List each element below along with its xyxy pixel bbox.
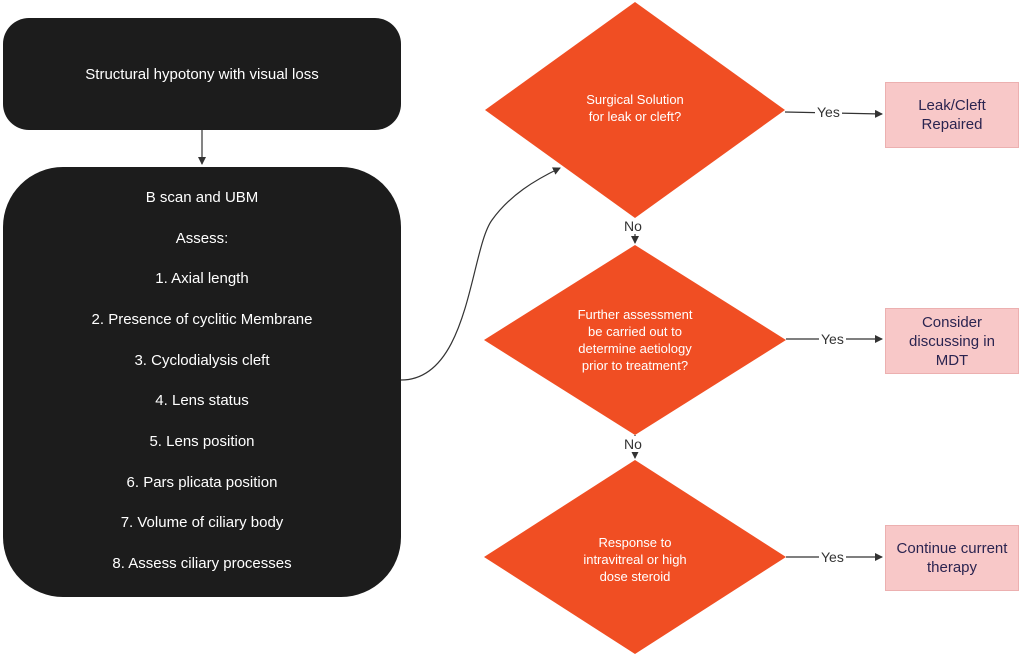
edge-label-yes-1: Yes bbox=[815, 104, 842, 120]
assessment-item-ciliary-volume: 7. Volume of ciliary body bbox=[120, 514, 284, 532]
decision-diamond-surgical bbox=[485, 2, 785, 218]
start-box-text: Structural hypotony with visual loss bbox=[85, 65, 319, 83]
edge-label-no-1: No bbox=[622, 218, 644, 234]
assessment-item-axial-length: 1. Axial length bbox=[155, 270, 249, 288]
assessment-item-ciliary-processes: 8. Assess ciliary processes bbox=[112, 554, 292, 572]
assessment-item-lens-position: 5. Lens position bbox=[149, 432, 255, 450]
edge-label-yes-2: Yes bbox=[819, 331, 846, 347]
edge-label-yes-3: Yes bbox=[819, 549, 846, 565]
assessment-heading: B scan and UBM bbox=[145, 189, 259, 206]
decision-diamond-further-assessment bbox=[484, 245, 786, 435]
assessment-item-cyclodialysis-cleft: 3. Cyclodialysis cleft bbox=[134, 351, 270, 369]
assessment-item-cyclitic-membrane: 2. Presence of cyclitic Membrane bbox=[91, 310, 313, 328]
assessment-item-lens-status: 4. Lens status bbox=[155, 392, 249, 410]
assessment-item-pars-plicata: 6. Pars plicata position bbox=[126, 473, 278, 491]
decision-diamond-steroid bbox=[484, 460, 786, 654]
start-box: Structural hypotony with visual loss bbox=[3, 18, 401, 130]
connector-assess-to-surgical bbox=[400, 167, 561, 381]
assessment-subheading: Assess: bbox=[175, 229, 229, 247]
assessment-box: B scan and UBM Assess: 1. Axial length 2… bbox=[3, 167, 401, 597]
edge-label-no-2: No bbox=[622, 436, 644, 452]
